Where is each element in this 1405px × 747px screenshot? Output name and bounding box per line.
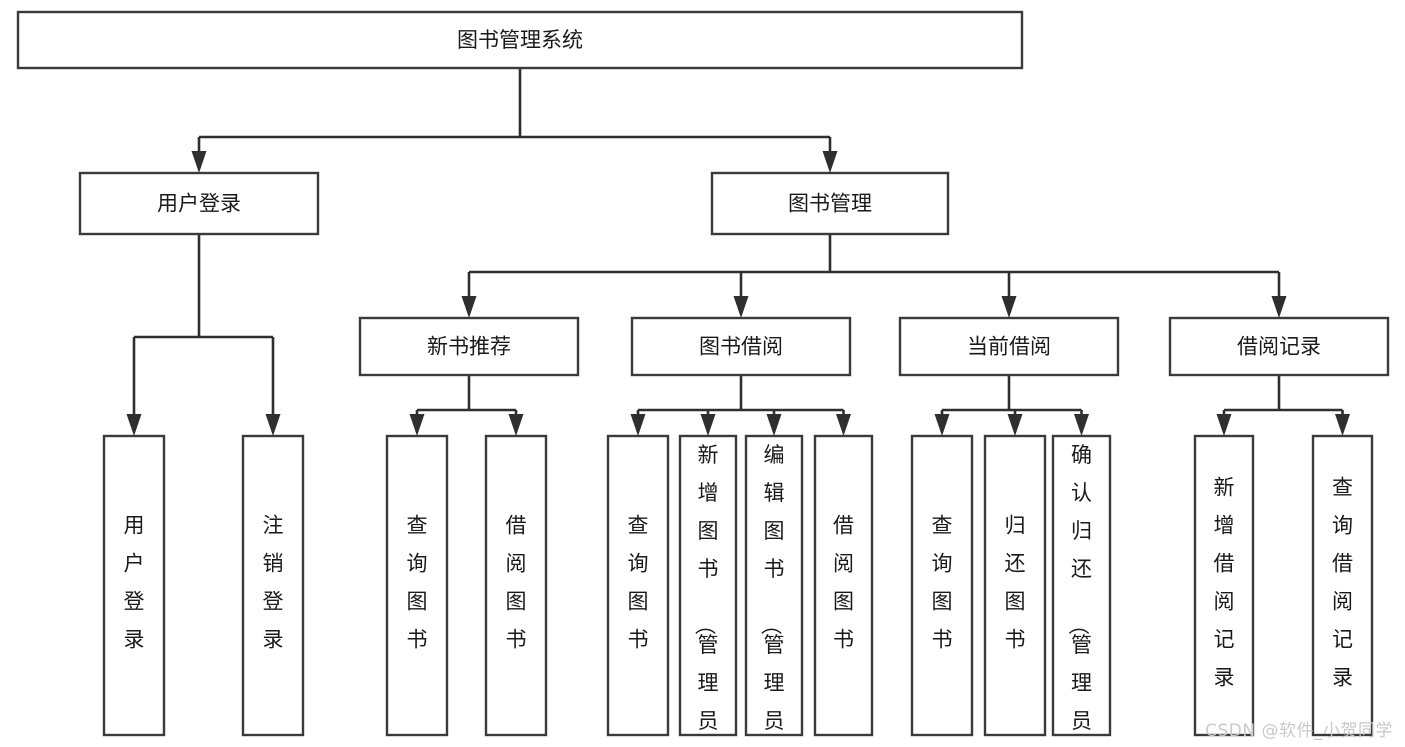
node-current-borrow[interactable]: 当前借阅 xyxy=(898,316,1120,377)
node-label-leaf-query-record: 查询借阅记录 xyxy=(1332,476,1353,690)
connector-group-borrow-record xyxy=(1216,375,1350,436)
node-leaf-add-record[interactable]: 新增借阅记录 xyxy=(1193,434,1255,737)
arrow-head-icon xyxy=(1074,414,1089,436)
node-box-leaf-confirm-return[interactable] xyxy=(1051,434,1112,737)
node-box-book-borrow[interactable] xyxy=(630,316,852,377)
node-box-leaf-query-book-3[interactable] xyxy=(910,434,974,737)
node-user-login[interactable]: 用户登录 xyxy=(78,171,320,236)
node-box-book-manage[interactable] xyxy=(710,171,950,236)
node-box-leaf-return-book[interactable] xyxy=(983,434,1047,737)
arrow-head-icon xyxy=(630,414,646,436)
connector-group-user-login xyxy=(126,234,281,436)
node-leaf-borrow-book-2[interactable]: 借阅图书 xyxy=(813,434,874,737)
node-label-borrow-record: 借阅记录 xyxy=(1237,335,1321,359)
connector-group-book-borrow xyxy=(630,375,851,436)
arrow-head-icon xyxy=(1001,296,1017,318)
arrow-head-icon xyxy=(1007,414,1023,436)
node-label-root: 图书管理系统 xyxy=(457,28,583,52)
node-box-new-book-rec[interactable] xyxy=(358,316,580,377)
arrow-head-icon xyxy=(461,296,477,318)
node-leaf-user-login[interactable]: 用户登录 xyxy=(102,434,166,737)
arrow-head-icon xyxy=(409,414,425,436)
node-label-leaf-borrow-book-2: 借阅图书 xyxy=(833,514,854,652)
node-leaf-logout[interactable]: 注销登录 xyxy=(241,434,305,737)
node-book-borrow[interactable]: 图书借阅 xyxy=(630,316,852,377)
node-label-new-book-rec: 新书推荐 xyxy=(427,335,511,359)
node-box-leaf-borrow-book-1[interactable] xyxy=(484,434,548,737)
arrow-head-icon xyxy=(1271,296,1287,318)
node-leaf-query-book-2[interactable]: 查询图书 xyxy=(606,434,670,737)
arrow-head-icon xyxy=(836,414,851,436)
node-box-leaf-edit-book[interactable] xyxy=(744,434,804,737)
node-box-current-borrow[interactable] xyxy=(898,316,1120,377)
node-box-user-login[interactable] xyxy=(78,171,320,236)
node-label-leaf-return-book: 归还图书 xyxy=(1005,514,1026,652)
arrow-head-icon xyxy=(733,296,749,318)
node-label-user-login: 用户登录 xyxy=(157,192,241,216)
node-leaf-query-book-3[interactable]: 查询图书 xyxy=(910,434,974,737)
arrow-head-icon xyxy=(508,414,524,436)
node-box-leaf-add-record[interactable] xyxy=(1193,434,1255,737)
connector-group-new-book-rec xyxy=(409,375,524,436)
node-box-borrow-record[interactable] xyxy=(1168,316,1390,377)
node-label-book-manage: 图书管理 xyxy=(788,192,872,216)
arrow-head-icon xyxy=(822,151,838,173)
node-box-leaf-query-record[interactable] xyxy=(1311,434,1374,737)
node-leaf-borrow-book-1[interactable]: 借阅图书 xyxy=(484,434,548,737)
node-box-leaf-borrow-book-2[interactable] xyxy=(813,434,874,737)
node-box-leaf-logout[interactable] xyxy=(241,434,305,737)
node-layer: 图书管理系统用户登录图书管理新书推荐图书借阅当前借阅借阅记录用户登录注销登录查询… xyxy=(16,10,1390,747)
node-root[interactable]: 图书管理系统 xyxy=(16,10,1024,70)
node-label-leaf-logout: 注销登录 xyxy=(263,514,284,652)
node-box-root[interactable] xyxy=(16,10,1024,70)
arrow-head-icon xyxy=(1216,414,1232,436)
node-leaf-confirm-return[interactable]: 确认归还（管理员） xyxy=(1051,434,1112,747)
node-label-leaf-query-book-1: 查询图书 xyxy=(407,514,428,652)
node-label-leaf-edit-book: 编辑图书（管理员） xyxy=(759,443,785,747)
connector-group-root xyxy=(191,68,838,173)
node-label-current-borrow: 当前借阅 xyxy=(967,335,1051,359)
node-label-leaf-query-book-3: 查询图书 xyxy=(932,514,953,652)
node-box-leaf-user-login[interactable] xyxy=(102,434,166,737)
node-leaf-add-book[interactable]: 新增图书（管理员） xyxy=(678,434,738,747)
arrow-head-icon xyxy=(1335,414,1350,436)
connector-group-book-manage xyxy=(461,234,1287,318)
arrow-head-icon xyxy=(766,414,782,436)
node-leaf-edit-book[interactable]: 编辑图书（管理员） xyxy=(744,434,804,747)
node-label-leaf-add-record: 新增借阅记录 xyxy=(1214,476,1235,690)
node-new-book-rec[interactable]: 新书推荐 xyxy=(358,316,580,377)
node-book-manage[interactable]: 图书管理 xyxy=(710,171,950,236)
arrow-head-icon xyxy=(934,414,950,436)
arrow-head-icon xyxy=(191,151,207,173)
connector-layer xyxy=(126,68,1350,436)
arrow-head-icon xyxy=(126,414,142,436)
node-leaf-query-book-1[interactable]: 查询图书 xyxy=(385,434,449,737)
node-label-leaf-add-book: 新增图书（管理员） xyxy=(693,443,719,747)
csdn-watermark: CSDN @软件_小贺同学 xyxy=(1205,721,1393,741)
node-label-leaf-query-book-2: 查询图书 xyxy=(628,514,649,652)
node-leaf-query-record[interactable]: 查询借阅记录 xyxy=(1311,434,1374,737)
node-label-leaf-user-login: 用户登录 xyxy=(124,514,145,652)
connector-group-current-borrow xyxy=(934,375,1089,436)
node-label-leaf-borrow-book-1: 借阅图书 xyxy=(506,514,527,652)
node-box-leaf-query-book-2[interactable] xyxy=(606,434,670,737)
node-label-leaf-confirm-return: 确认归还（管理员） xyxy=(1066,443,1092,747)
node-borrow-record[interactable]: 借阅记录 xyxy=(1168,316,1390,377)
node-leaf-return-book[interactable]: 归还图书 xyxy=(983,434,1047,737)
node-label-book-borrow: 图书借阅 xyxy=(699,335,783,359)
arrow-head-icon xyxy=(265,414,281,436)
node-box-leaf-query-book-1[interactable] xyxy=(385,434,449,737)
arrow-head-icon xyxy=(700,414,716,436)
node-box-leaf-add-book[interactable] xyxy=(678,434,738,737)
